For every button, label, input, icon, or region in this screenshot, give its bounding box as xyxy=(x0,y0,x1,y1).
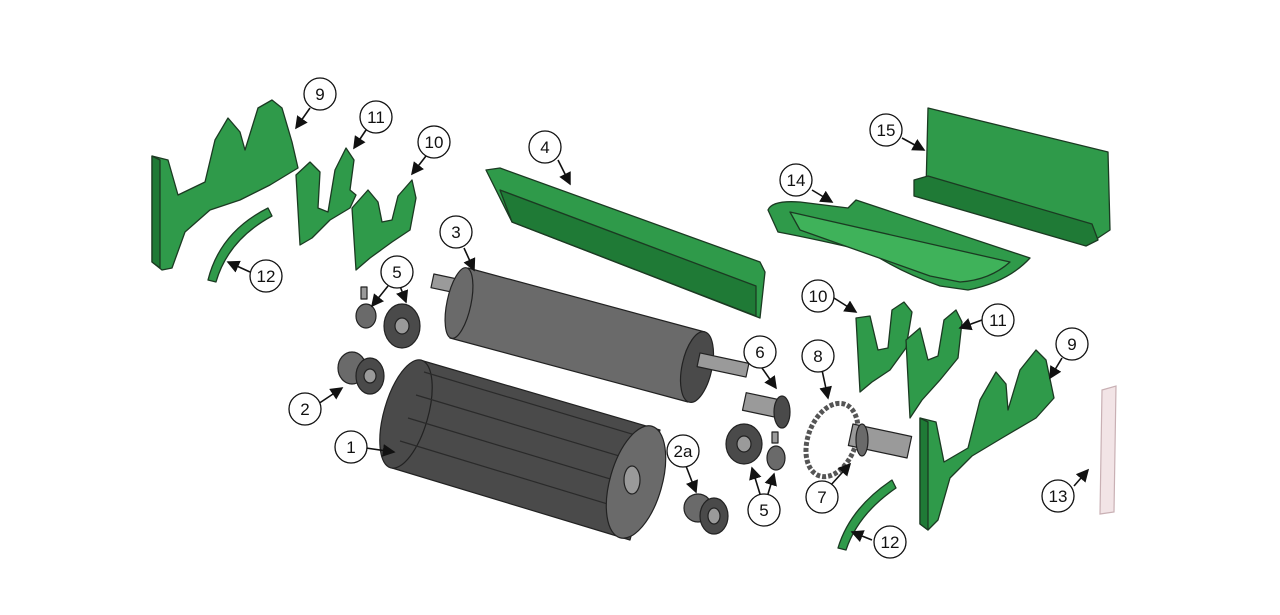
part-10-right-plate xyxy=(855,301,913,393)
leader-6 xyxy=(761,367,777,390)
leader-lines xyxy=(226,107,1090,543)
part-5-set-screw xyxy=(360,286,368,300)
part-2-coupling-bore xyxy=(363,368,377,384)
part-5-small-bearing xyxy=(355,303,377,329)
leader-10a xyxy=(411,155,427,176)
callout-5-upper-label: 5 xyxy=(392,263,401,282)
part-10-left-plate xyxy=(351,179,417,271)
part-5-lower-set-screw xyxy=(771,431,779,444)
part-15-floor-lip xyxy=(913,175,1099,247)
callout-10-right-label: 10 xyxy=(809,287,828,306)
callout-1: 1 xyxy=(334,430,368,464)
part-1-roller-end-left xyxy=(379,359,433,469)
part-8-chain-ring xyxy=(803,400,861,480)
leader-8 xyxy=(819,369,832,400)
callout-2: 2 xyxy=(288,392,322,426)
callout-5-lower: 5 xyxy=(747,493,781,527)
part-9-right-side-plate xyxy=(919,349,1055,531)
callout-9-right-label: 9 xyxy=(1067,335,1076,354)
leader-9a xyxy=(295,107,311,130)
leader-11b xyxy=(958,318,983,331)
leader-4 xyxy=(557,159,571,186)
part-9-right-side-edge xyxy=(919,417,929,531)
callout-3-label: 3 xyxy=(451,223,460,242)
callout-2a: 2a xyxy=(666,434,700,468)
part-1-roller-hub xyxy=(623,465,641,495)
callout-3: 3 xyxy=(439,215,473,249)
leader-12a xyxy=(226,260,251,273)
callout-6-label: 6 xyxy=(755,343,764,362)
callout-12-right-label: 12 xyxy=(881,533,900,552)
part-3-shaft-right xyxy=(696,352,750,378)
callout-9-right: 9 xyxy=(1055,327,1089,361)
part-5-lower-large-bearing-bore xyxy=(736,435,752,453)
part-11-left-plate xyxy=(295,147,357,246)
part-7-flange xyxy=(855,423,869,457)
callout-12-left-label: 12 xyxy=(257,267,276,286)
callout-14: 14 xyxy=(779,163,813,197)
part-12-left-curved-strip xyxy=(207,207,273,283)
callout-6: 6 xyxy=(743,335,777,369)
callout-1-label: 1 xyxy=(346,438,355,457)
callout-7: 7 xyxy=(805,480,839,514)
part-13-strip xyxy=(1099,385,1117,515)
leader-1 xyxy=(365,444,396,457)
callout-15-label: 15 xyxy=(877,121,896,140)
callout-11-left-label: 11 xyxy=(367,108,385,127)
part-9-left-side-edge xyxy=(151,155,161,269)
leader-2 xyxy=(317,387,344,405)
leader-7 xyxy=(829,462,852,487)
leader-13 xyxy=(1073,468,1090,487)
leader-5b-2 xyxy=(764,472,777,495)
callout-8: 8 xyxy=(801,339,835,373)
callout-2-label: 2 xyxy=(300,400,309,419)
leader-5a-2 xyxy=(396,285,409,304)
callout-5-upper: 5 xyxy=(380,255,414,289)
callout-9-left: 9 xyxy=(303,77,337,111)
leader-5a-1 xyxy=(371,285,389,308)
part-4-tray-face xyxy=(499,189,757,317)
part-5-lower-small-bearing xyxy=(766,445,786,471)
part-1-roller-ribs xyxy=(399,371,653,513)
callout-5-lower-label: 5 xyxy=(759,501,768,520)
part-5-large-bearing-bore xyxy=(394,317,410,335)
part-14-pan-inner xyxy=(789,211,1011,283)
part-6-sprocket xyxy=(773,395,791,429)
callout-14-label: 14 xyxy=(787,171,806,190)
leader-5b-1 xyxy=(749,466,762,495)
callout-11-left: 11 xyxy=(359,100,393,134)
callout-8-label: 8 xyxy=(813,347,822,366)
callout-4: 4 xyxy=(528,130,562,164)
part-11-right-plate xyxy=(905,309,963,419)
callout-13-label: 13 xyxy=(1049,487,1068,506)
leader-3 xyxy=(463,247,476,272)
leader-9b xyxy=(1049,357,1063,380)
leader-12b xyxy=(850,530,873,543)
callout-11-right-label: 11 xyxy=(989,311,1007,330)
leader-14 xyxy=(811,189,834,203)
callout-7-label: 7 xyxy=(817,488,826,507)
part-2a-coupling-bore xyxy=(707,507,721,525)
callout-12-left: 12 xyxy=(249,259,283,293)
callout-15: 15 xyxy=(869,113,903,147)
callout-10-right: 10 xyxy=(801,279,835,313)
callout-12-right: 12 xyxy=(873,525,907,559)
callout-9-left-label: 9 xyxy=(315,85,324,104)
leader-11a xyxy=(353,129,367,150)
callout-11-right: 11 xyxy=(981,303,1015,337)
leader-15 xyxy=(901,137,926,151)
callout-13: 13 xyxy=(1041,479,1075,513)
leader-10b xyxy=(833,297,858,313)
callout-2a-label: 2a xyxy=(674,442,693,461)
callouts: 1 2 2a 3 4 5 5 6 7 8 9 9 10 10 11 1 xyxy=(249,77,1089,559)
leader-2a xyxy=(685,465,698,494)
part-9-left-side-plate xyxy=(151,99,299,271)
callout-10-left-label: 10 xyxy=(425,133,444,152)
callout-10-left: 10 xyxy=(417,125,451,159)
callout-4-label: 4 xyxy=(540,138,549,157)
